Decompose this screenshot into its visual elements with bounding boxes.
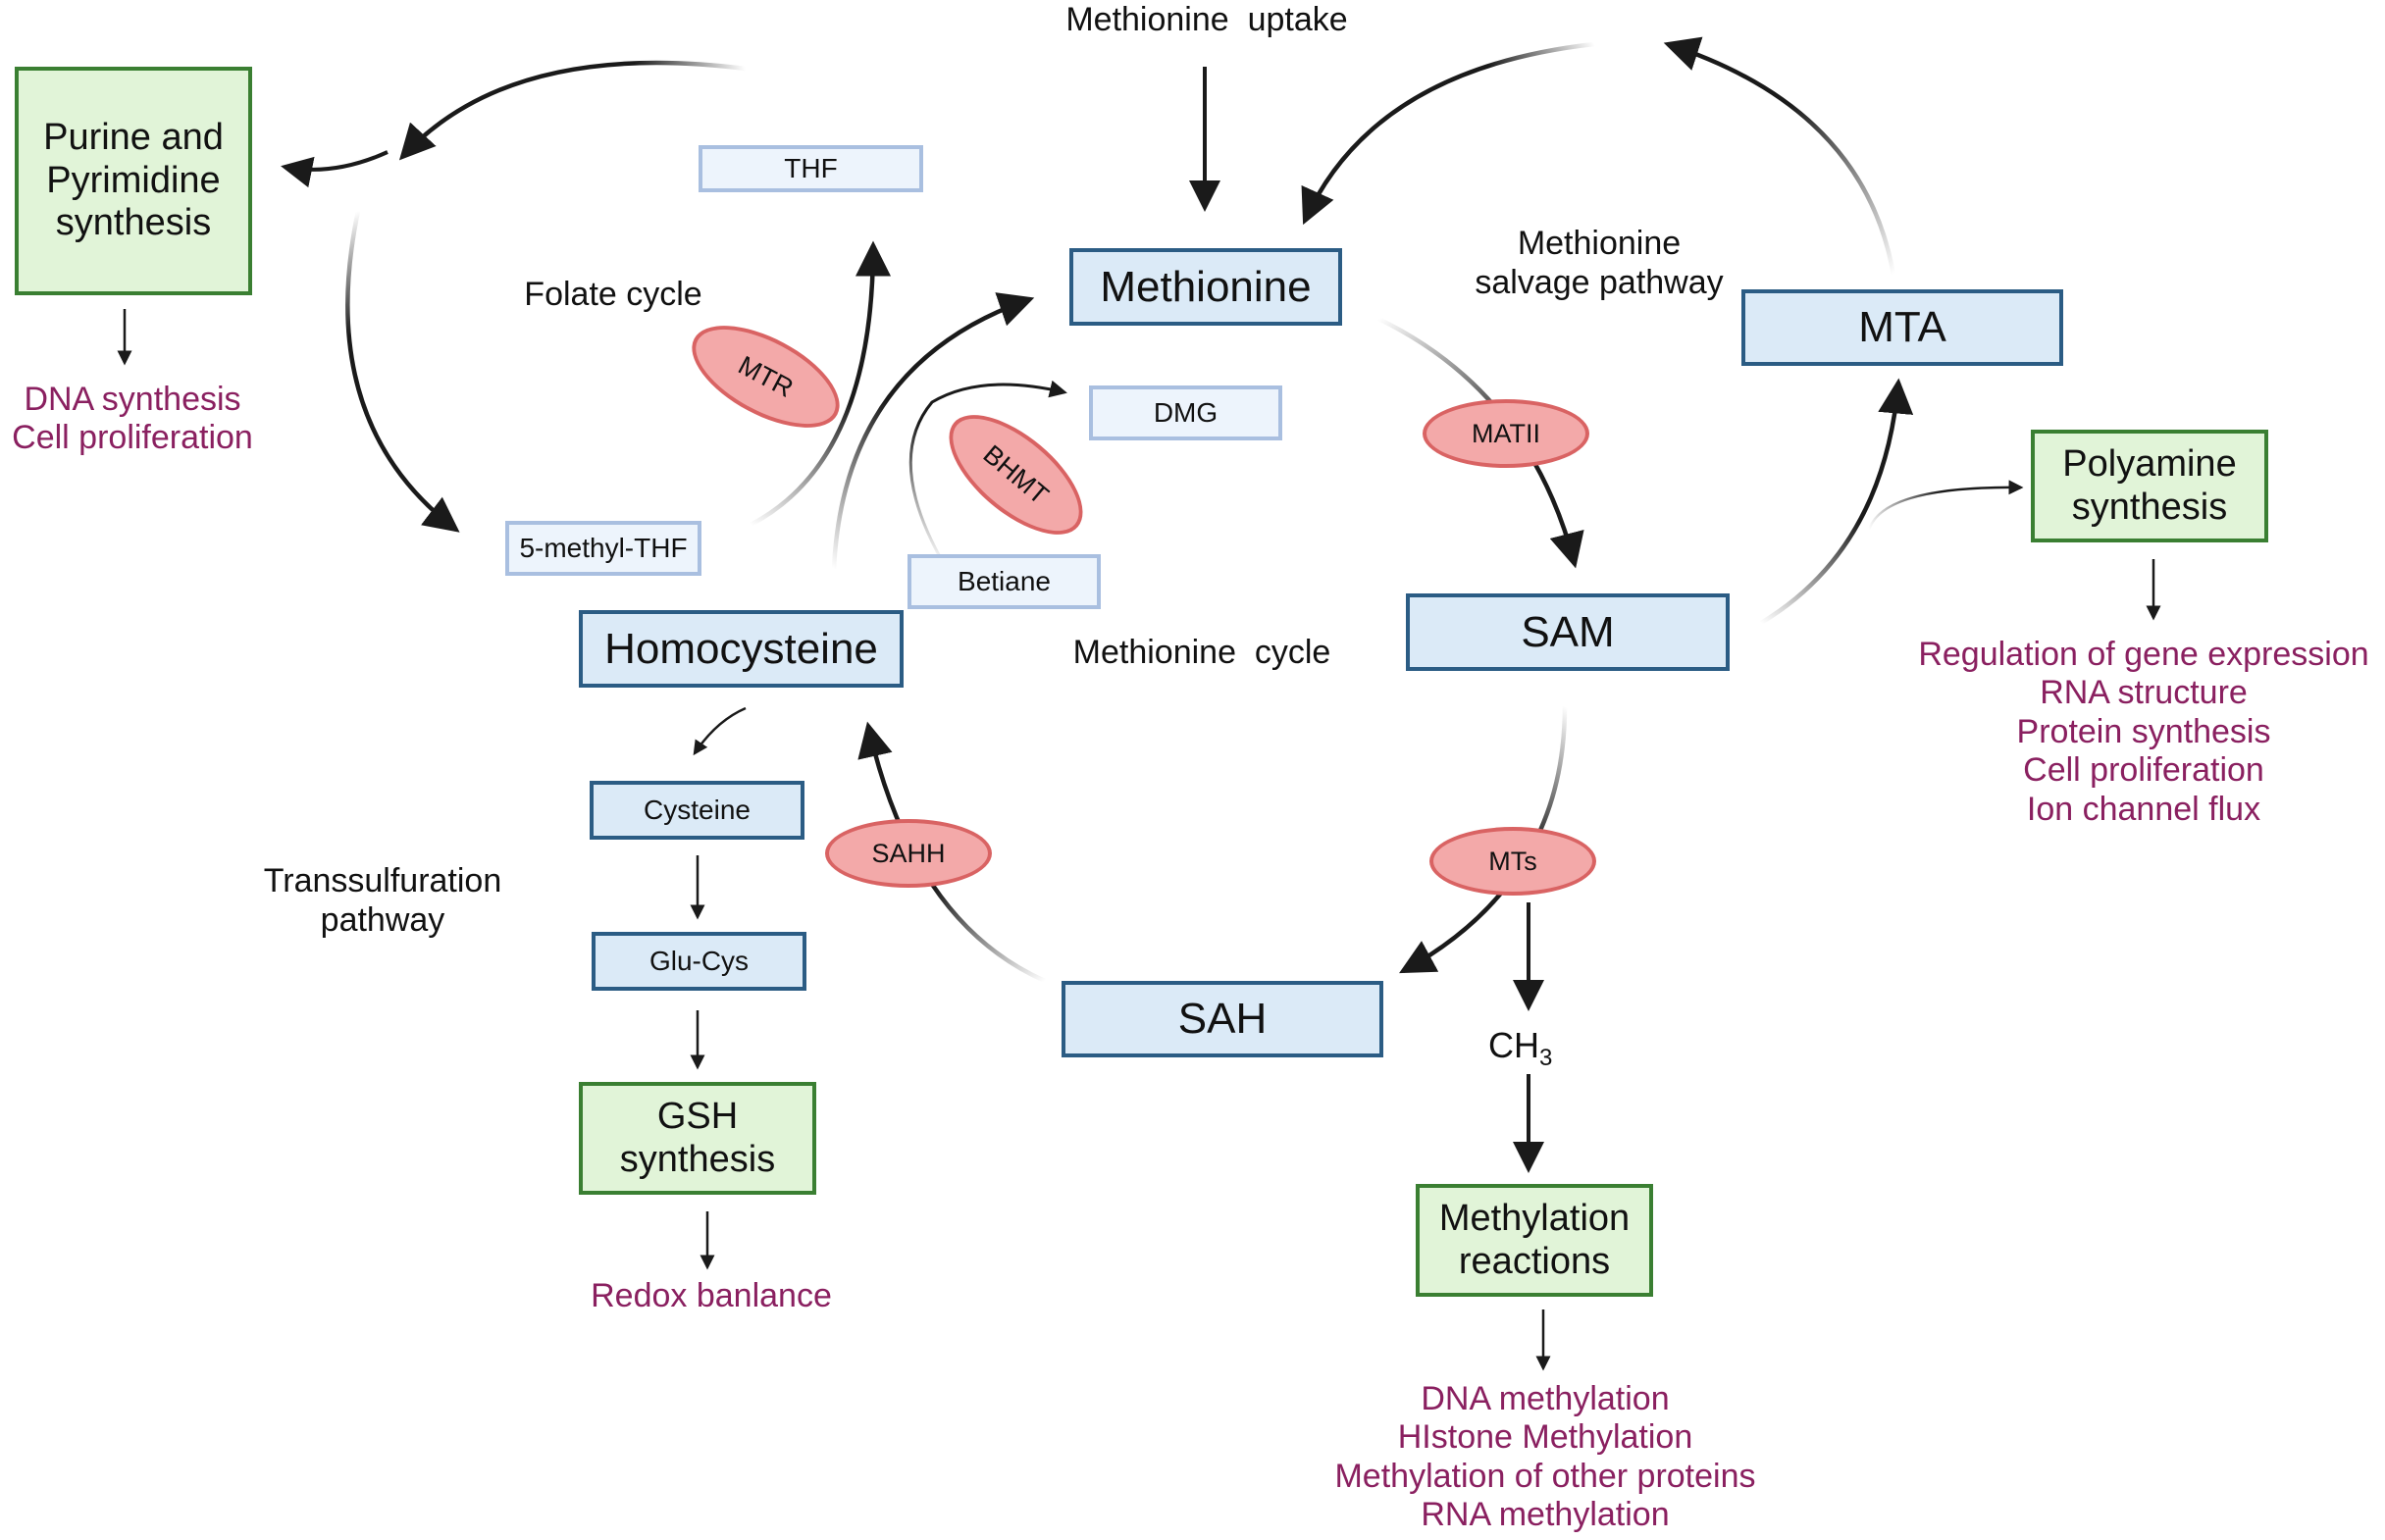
methylation-reactions-box: Methylation reactions: [1416, 1184, 1653, 1297]
arrow-methyl-thf-to-thf: [749, 240, 891, 527]
folate-cycle-label: Folate cycle: [524, 276, 702, 313]
dna-effects: DNA synthesis Cell proliferation: [0, 381, 265, 458]
sah-box: SAH: [1062, 981, 1383, 1057]
arrow-top-to-methionine: [1301, 41, 1595, 226]
sahh-enzyme: SAHH: [825, 819, 992, 888]
polyamine-effects: Regulation of gene expression RNA struct…: [1903, 636, 2384, 829]
transsulfuration-line-2: pathway: [320, 901, 445, 940]
thf-box: THF: [699, 145, 923, 192]
matii-enzyme: MATII: [1423, 399, 1589, 468]
effect-item: HIstone Methylation: [1397, 1418, 1693, 1457]
arrow-sam-to-polyamine: [1867, 480, 2024, 531]
sam-box: SAM: [1406, 593, 1730, 671]
methionine-box: Methionine: [1069, 248, 1342, 326]
mts-enzyme: MTs: [1429, 827, 1596, 896]
arrow-thf-to-purine: [398, 60, 747, 161]
homocysteine-box: Homocysteine: [579, 610, 904, 688]
ch3-subscript: 3: [1539, 1045, 1553, 1072]
salvage-line-2: salvage pathway: [1475, 264, 1724, 302]
dmg-box: DMG: [1089, 385, 1282, 440]
polyamine-line-1: Polyamine: [2062, 442, 2237, 485]
arrow-join-to-purine: [281, 150, 389, 188]
effect-item: RNA structure: [2040, 674, 2248, 712]
arrow-sah-to-homocysteine: [857, 721, 1046, 984]
effect-item: Ion channel flux: [2026, 790, 2261, 828]
gsh-line-1: GSH: [656, 1095, 739, 1137]
arrow-homocysteine-to-cysteine: [693, 706, 747, 756]
effect-item: DNA methylation: [1421, 1380, 1670, 1417]
purine-line-3: synthesis: [55, 202, 212, 244]
cysteine-box: Cysteine: [590, 781, 804, 840]
purine-line-2: Pyrimidine: [46, 159, 221, 201]
transsulfuration-label: Transsulfuration pathway: [235, 861, 530, 940]
glu-cys-box: Glu-Cys: [592, 932, 806, 991]
effect-item: Redox banlance: [591, 1277, 832, 1314]
purine-pyrimidine-box: Purine and Pyrimidine synthesis: [15, 67, 252, 295]
mta-box: MTA: [1741, 289, 2063, 366]
methyl-thf-box: 5-methyl-THF: [505, 521, 701, 576]
effect-item: Cell proliferation: [2023, 751, 2264, 790]
effect-item: DNA synthesis: [24, 381, 241, 418]
effect-item: Cell proliferation: [12, 419, 253, 457]
methylation-effects: DNA methylation HIstone Methylation Meth…: [1310, 1380, 1781, 1535]
methionine-uptake-label: Methionine uptake: [1065, 1, 1348, 38]
arrow-sam-to-mta: [1759, 378, 1914, 625]
polyamine-box: Polyamine synthesis: [2031, 430, 2268, 542]
effect-item: RNA methylation: [1421, 1496, 1670, 1534]
arrow-mta-to-uptake: [1663, 36, 1896, 276]
arrow-purine-to-methyl-thf: [345, 210, 460, 533]
gsh-synthesis-box: GSH synthesis: [579, 1082, 816, 1195]
effect-item: Regulation of gene expression: [1918, 636, 2369, 673]
betiane-box: Betiane: [907, 554, 1101, 609]
methylation-line-1: Methylation: [1438, 1197, 1631, 1239]
gsh-line-2: synthesis: [619, 1138, 776, 1180]
ch3-base: CH: [1488, 1025, 1539, 1065]
arrow-homocysteine-to-methionine: [831, 292, 1035, 570]
purine-line-1: Purine and: [43, 116, 224, 158]
effect-item: Protein synthesis: [2016, 712, 2271, 750]
transsulfuration-line-1: Transsulfuration: [263, 862, 502, 899]
methionine-cycle-label: Methionine cycle: [1072, 634, 1331, 671]
methylation-line-2: reactions: [1458, 1240, 1611, 1282]
polyamine-line-2: synthesis: [2071, 486, 2228, 528]
salvage-pathway-label: Methionine salvage pathway: [1442, 224, 1756, 302]
effect-item: Methylation of other proteins: [1334, 1457, 1756, 1495]
arrow-betiane-to-dmg: [908, 380, 1067, 570]
ch3-label: CH3: [1488, 1025, 1552, 1072]
gsh-effects: Redox banlance: [569, 1277, 854, 1315]
salvage-line-1: Methionine: [1517, 225, 1682, 262]
